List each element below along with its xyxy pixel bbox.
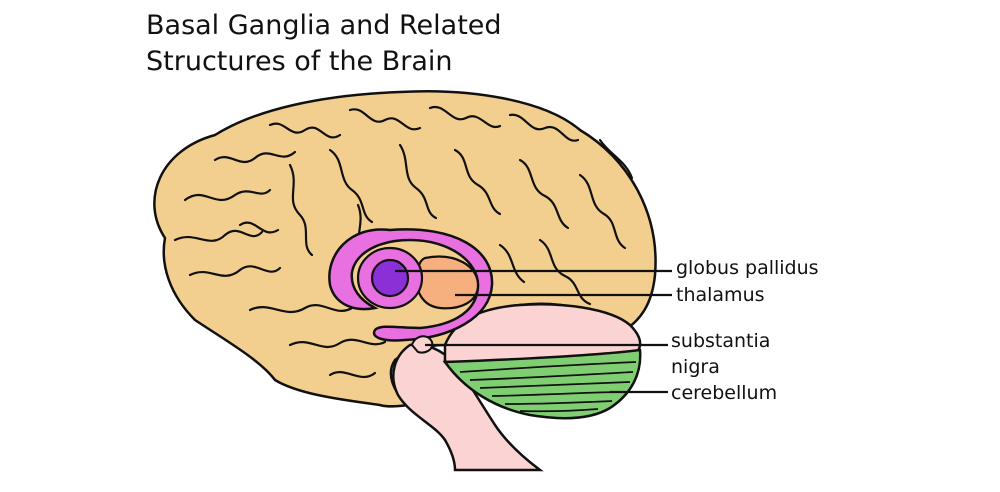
title-line-1: Basal Ganglia and Related (146, 10, 502, 41)
title-line-2: Structures of the Brain (146, 46, 453, 77)
label-thalamus: thalamus (676, 284, 765, 306)
diagram-title: Basal Ganglia and Related Structures of … (146, 8, 502, 80)
cerebellum-folia (459, 361, 637, 413)
substantia-nigra (410, 335, 434, 354)
label-cerebellum: cerebellum (671, 382, 778, 404)
globus-pallidus (370, 258, 410, 298)
label-nigra: nigra (671, 356, 720, 378)
leader-lines (395, 269, 672, 394)
label-substantia: substantia (671, 330, 771, 352)
label-globus-pallidus: globus pallidus (676, 257, 819, 279)
cortex-folds (173, 105, 634, 379)
